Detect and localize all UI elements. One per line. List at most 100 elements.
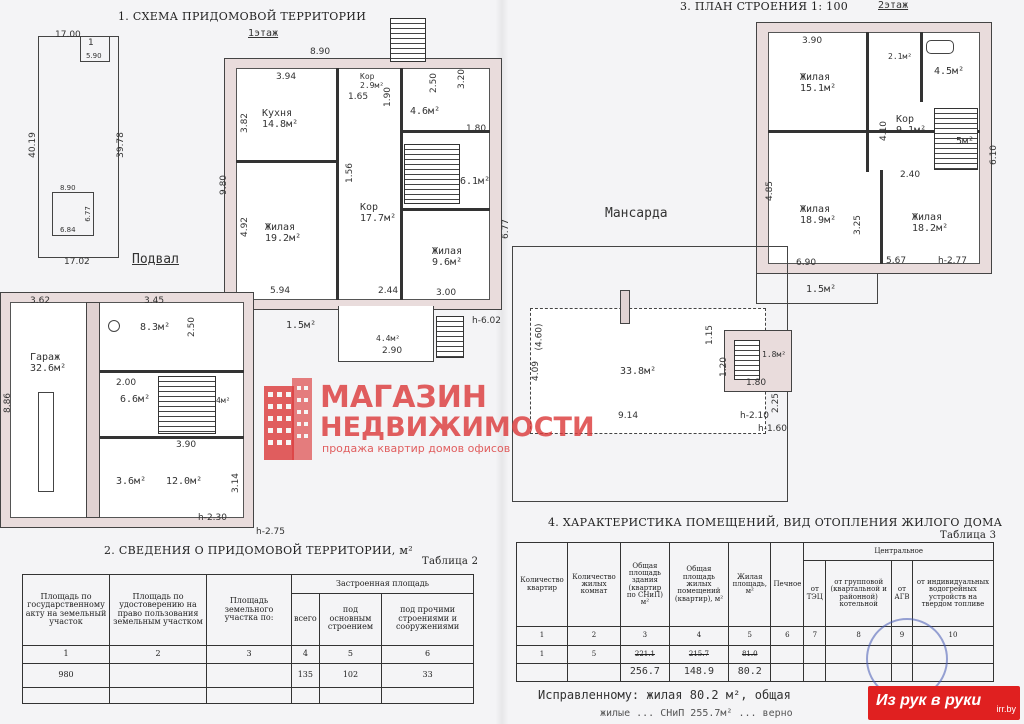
basement-dim-6: 8.86 [3,392,14,414]
site-right-dim: 39.78 [115,132,126,158]
floor2-dim-6: 5.67 [886,256,907,266]
attic-dim-5: 1.80 [746,378,767,388]
basement-wall-v1 [86,302,100,518]
floor1-dim-7: 3.00 [436,288,457,298]
floor2-room-5-label: 5м² [956,136,975,147]
floor1-entry-stairs [390,18,426,62]
info-num-1: 2 [109,644,207,664]
brand-domain: irr.by [996,704,1016,714]
basement-room-4-label: 4м² [216,396,231,405]
floor2-wall-v2 [880,170,883,264]
info-num-2: 3 [206,644,292,664]
char-num-0: 1 [515,626,569,646]
floor1-wall-h2 [400,130,490,133]
info-value-4: 102 [318,663,383,688]
site-building-bottom: 6.84 [60,226,76,234]
floor1-dim-12: 1.65 [348,92,369,102]
info-value-3: 135 [291,663,320,688]
floor1-wall-v2 [400,68,403,300]
char-header-6: от ТЭЦ [803,560,827,628]
char-num-3: 4 [668,626,730,646]
floor2-room-21-label: 2.1м² [888,52,913,61]
floor2-dim-2: 2.40 [900,170,921,180]
char-value-1: 5 [567,644,621,665]
floor2-room-45-label: 4.5м² [934,66,965,77]
floor2-wall-v3 [920,32,923,102]
char-header-8: от АГВ [891,560,913,628]
char-header-9: от индивидуальных водогрейных устройств … [911,560,995,628]
floor1-terrace-15-label: 1.5м² [286,320,317,331]
attic-dim-7: h-1.60 [758,424,787,434]
floor1-wall-h1 [236,160,336,163]
info-subheader-0: всего [291,592,320,646]
site-plan-heading: 1. СХЕМА ПРИДОМОВОЙ ТЕРРИТОРИИ [118,10,367,23]
info-table: Площадь по государственному акту на земе… [22,574,474,704]
floor1-dim-3: 3.82 [240,112,251,134]
floor1-porch-stairs [436,316,464,358]
floor1-dim-1: 3.94 [276,72,297,82]
floor1-dim-2: 9.80 [219,174,230,196]
info-value-1 [109,663,207,688]
basement-heading: Подвал [132,252,179,267]
char-value-2: 221.1 [620,644,670,665]
brand-label: Из рук в руки [876,692,982,709]
char-header-1: Количество жилых комнат [567,541,621,628]
attic-dim-0: 9.14 [618,411,639,421]
attic-heading: Мансарда [605,206,668,221]
info-subheader-2: под прочими строениями и сооружениями [381,592,474,646]
floor1-dim-6: 2.44 [378,286,399,296]
char-value-6 [803,644,827,665]
attic-dim-2: (4.60) [534,323,545,351]
site-building-outline [52,192,94,236]
floor1-wall-v1 [336,68,339,300]
floor2-dim-8: 6.10 [989,144,1000,166]
basement-dim-2: 2.50 [187,316,198,338]
floor1-dim-15: 2.90 [382,346,403,356]
char-value-3: 215.7 [668,644,730,665]
floor1-dim-16: h-6.02 [472,316,501,326]
floor1-dim-8: 1.80 [466,124,487,134]
floor1-room-61-label: 6.1м² [460,176,491,187]
char-value-4: 81.0 [728,644,772,665]
floor2-dim-3: 4.85 [765,180,776,202]
site-small-box-label: 1 [88,38,94,48]
floor1-dim-13: 1.56 [345,162,356,184]
floor1-dim-11: 2.50 [429,72,440,94]
floor1-dim-9: 3.20 [457,68,468,90]
brand-badge[interactable]: Из рук в руки irr.by [868,686,1020,720]
attic-dim-4: 1.20 [719,356,730,378]
char-group-header: Центральное [803,541,994,562]
basement-dim-5: 3.14 [231,472,242,494]
floor1-room-46-label: 4.6м² [410,106,441,117]
attic-dim-3: 1.15 [705,324,716,346]
attic-dim-1: 4.09 [531,360,542,382]
floor1-dim-10: 6.77 [501,218,512,240]
info-header-2: Площадь земельного участка по: [206,574,292,646]
site-building-side: 6.77 [83,206,92,222]
basement-dim-8: h-2.75 [256,527,285,537]
basement-dim-3: 2.00 [116,378,137,388]
basement-room-66-label: 6.6м² [120,394,151,405]
info-header-0: Площадь по государственному акту на земе… [22,574,110,646]
info-num-0: 1 [22,644,110,664]
floor1-dim-14: 1.90 [383,86,394,108]
basement-dim-0: 3.62 [30,296,51,306]
basement-dim-4: 3.90 [176,440,197,450]
info-num-3: 4 [291,644,320,664]
attic-dim-6: h-2.10 [740,411,769,421]
floor1-porch-44-label: 4.4м² [376,334,401,343]
char-num-2: 3 [620,626,670,646]
attic-dim-8: 2.25 [771,392,782,414]
info-header-1: Площадь по удостоверению на право пользо… [109,574,207,646]
floor2-heading: 2этаж [878,0,909,11]
char-table: Количество квартир Количество жилых комн… [515,541,995,682]
site-top-dim: 17.00 [55,30,81,40]
watermark-line1: МАГАЗИН [320,380,487,415]
info-subheader-1: под основным строением [318,592,383,646]
site-small-box [80,36,110,62]
correction-note-2: жилые ... СНиП 255.7м² ... верно [600,708,793,719]
